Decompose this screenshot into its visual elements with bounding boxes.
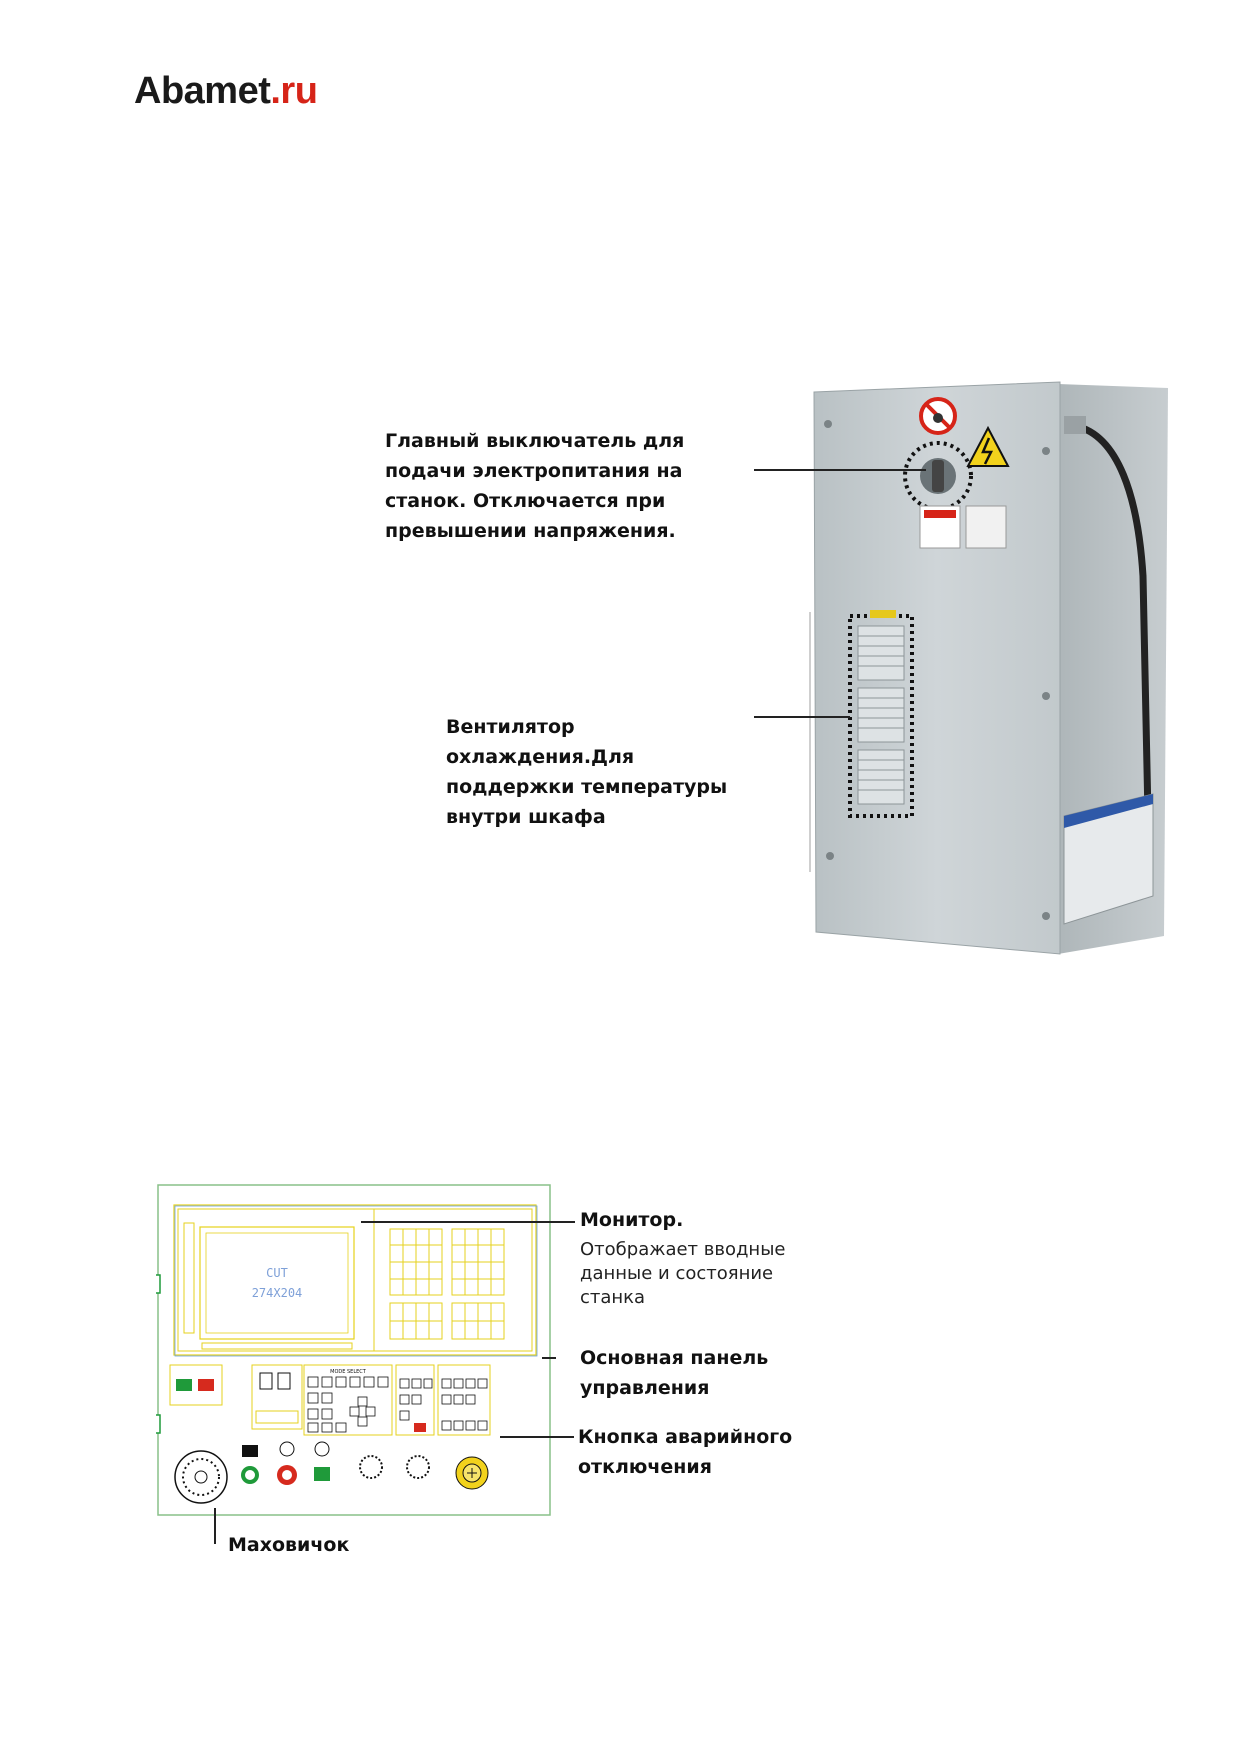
photo-edge bbox=[809, 612, 811, 872]
main-panel-leader-line bbox=[542, 1357, 556, 1359]
data-plate bbox=[1063, 793, 1154, 925]
emergency-stop-leader-line bbox=[500, 1436, 574, 1438]
screen-label-cut: CUT bbox=[266, 1266, 288, 1280]
callout-line: станка bbox=[580, 1287, 646, 1308]
callout-line: внутри шкафа bbox=[446, 806, 606, 828]
screen-label-size: 274X204 bbox=[252, 1286, 303, 1300]
callout-line: поддержки температуры bbox=[446, 776, 728, 798]
logo-tld: .ru bbox=[270, 70, 318, 112]
callout-line: станок. Отключается при bbox=[385, 490, 666, 512]
emergency-stop-callout: Кнопка аварийного отключения bbox=[578, 1422, 792, 1482]
power-cable bbox=[1075, 422, 1152, 817]
cable-gland bbox=[1064, 416, 1086, 434]
no-touch-sign-icon bbox=[919, 397, 957, 435]
spindle-knob-icon bbox=[406, 1455, 430, 1479]
callout-line: охлаждения.Для bbox=[446, 746, 635, 768]
monitor-callout-title: Монитор. bbox=[580, 1209, 684, 1231]
cnc-control-panel-drawing: CUT 274X204 MODE SELECT bbox=[156, 1184, 551, 1516]
callout-line: подачи электропитания на bbox=[385, 460, 683, 482]
handwheel-icon bbox=[174, 1450, 228, 1504]
callout-line: данные и состояние bbox=[580, 1263, 774, 1284]
main-switch-leader-line bbox=[754, 469, 926, 471]
keypad bbox=[389, 1228, 505, 1340]
callout-line: отключения bbox=[578, 1456, 712, 1478]
abamet-logo: Abamet.ru bbox=[134, 70, 318, 113]
mode-select-label: MODE SELECT bbox=[330, 1369, 367, 1375]
callout-line: Основная панель bbox=[580, 1347, 769, 1369]
monitor-callout-description: Отображает вводные данные и состояние ст… bbox=[580, 1238, 785, 1310]
screw bbox=[824, 420, 832, 428]
screw bbox=[1042, 692, 1050, 700]
cooling-fan-vent bbox=[848, 610, 914, 818]
handwheel-leader-line bbox=[214, 1508, 216, 1544]
callout-line: управления bbox=[580, 1377, 710, 1399]
main-switch-callout: Главный выключатель для подачи электропи… bbox=[385, 426, 684, 546]
callout-line: Вентилятор bbox=[446, 716, 575, 738]
main-panel-callout: Основная панель управления bbox=[580, 1343, 768, 1403]
screw bbox=[826, 852, 834, 860]
callout-line: Кнопка аварийного bbox=[578, 1426, 793, 1448]
screen bbox=[199, 1226, 355, 1340]
warning-label bbox=[965, 505, 1007, 549]
fan-callout: Вентилятор охлаждения.Для поддержки темп… bbox=[446, 712, 727, 832]
callout-line: Отображает вводные bbox=[580, 1239, 786, 1260]
callout-line: превышении напряжения. bbox=[385, 520, 676, 542]
emergency-stop-button-icon bbox=[455, 1456, 489, 1490]
logo-brand: Abamet bbox=[134, 70, 271, 112]
monitor-leader-line bbox=[361, 1221, 575, 1223]
operator-panel: MODE SELECT bbox=[169, 1364, 491, 1436]
electrical-cabinet-image bbox=[813, 381, 1168, 955]
screw bbox=[1042, 912, 1050, 920]
override-knob-icon bbox=[359, 1455, 383, 1479]
high-voltage-sign-icon bbox=[966, 425, 1010, 467]
fan-leader-line bbox=[754, 716, 850, 718]
handwheel-callout: Маховичок bbox=[228, 1534, 350, 1556]
callout-line: Главный выключатель для bbox=[385, 430, 685, 452]
screw bbox=[1042, 447, 1050, 455]
